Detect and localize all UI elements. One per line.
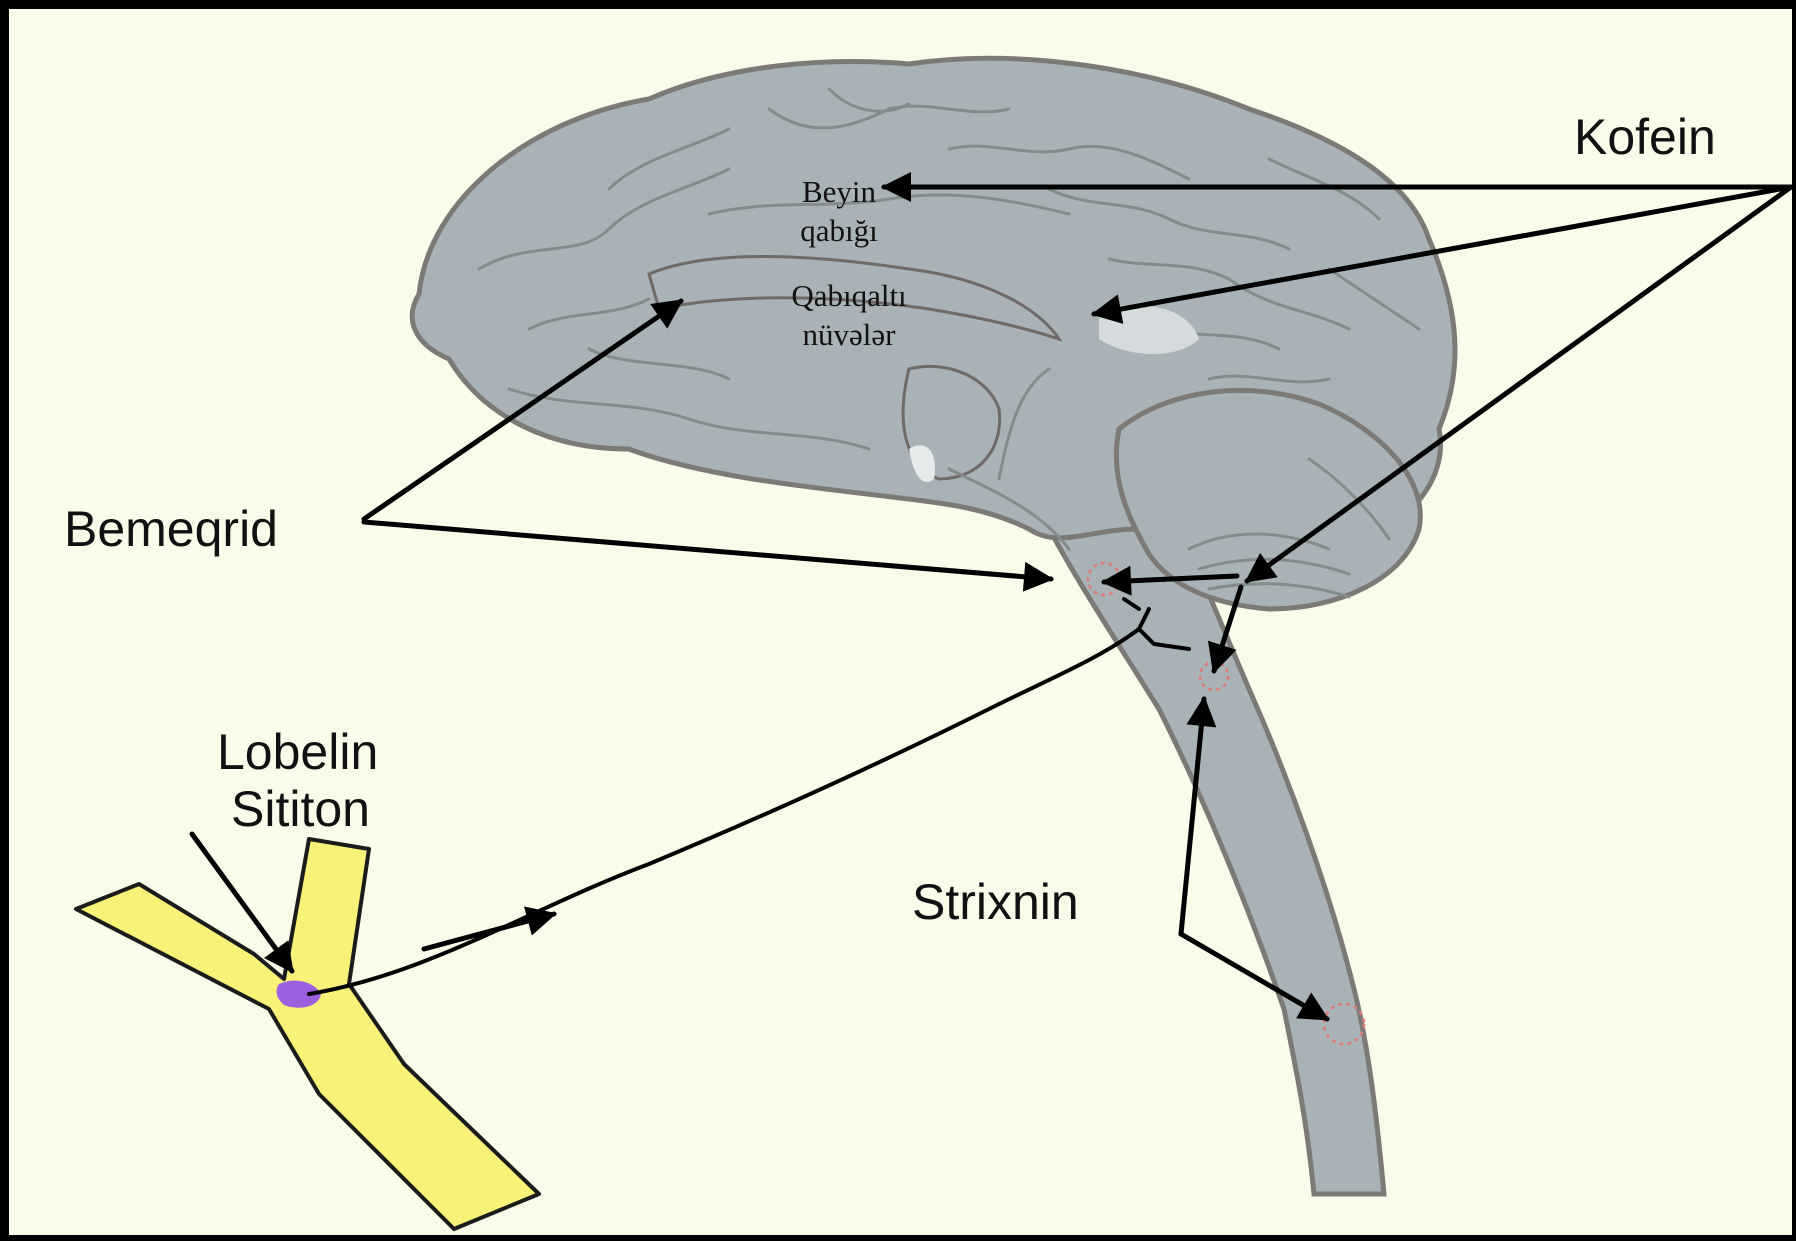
label-bemeqrid: Bemeqrid <box>64 501 278 557</box>
label-strixnin: Strixnin <box>912 874 1079 930</box>
brain-illustration <box>412 58 1455 1194</box>
afferent-nerve <box>309 629 1139 994</box>
carotid-artery <box>76 839 539 1229</box>
label-qabigi: qabığı <box>800 213 878 248</box>
label-kofein: Kofein <box>1574 109 1716 165</box>
bemeqrid-arrow-medulla <box>364 522 1051 579</box>
label-nuveler: nüvələr <box>803 317 897 352</box>
carotid-artery-shape <box>76 839 539 1229</box>
label-beyin: Beyin <box>802 174 877 209</box>
spinal-cord <box>1039 509 1384 1194</box>
label-sititon: Sititon <box>231 781 370 837</box>
label-lobelin: Lobelin <box>217 724 378 780</box>
label-qabiqalti: Qabıqaltı <box>791 278 907 313</box>
nerve-direction-arrow <box>424 914 554 949</box>
brain-drug-action-diagram: Kofein Bemeqrid Lobelin Sititon Strixnin… <box>9 9 1792 1235</box>
